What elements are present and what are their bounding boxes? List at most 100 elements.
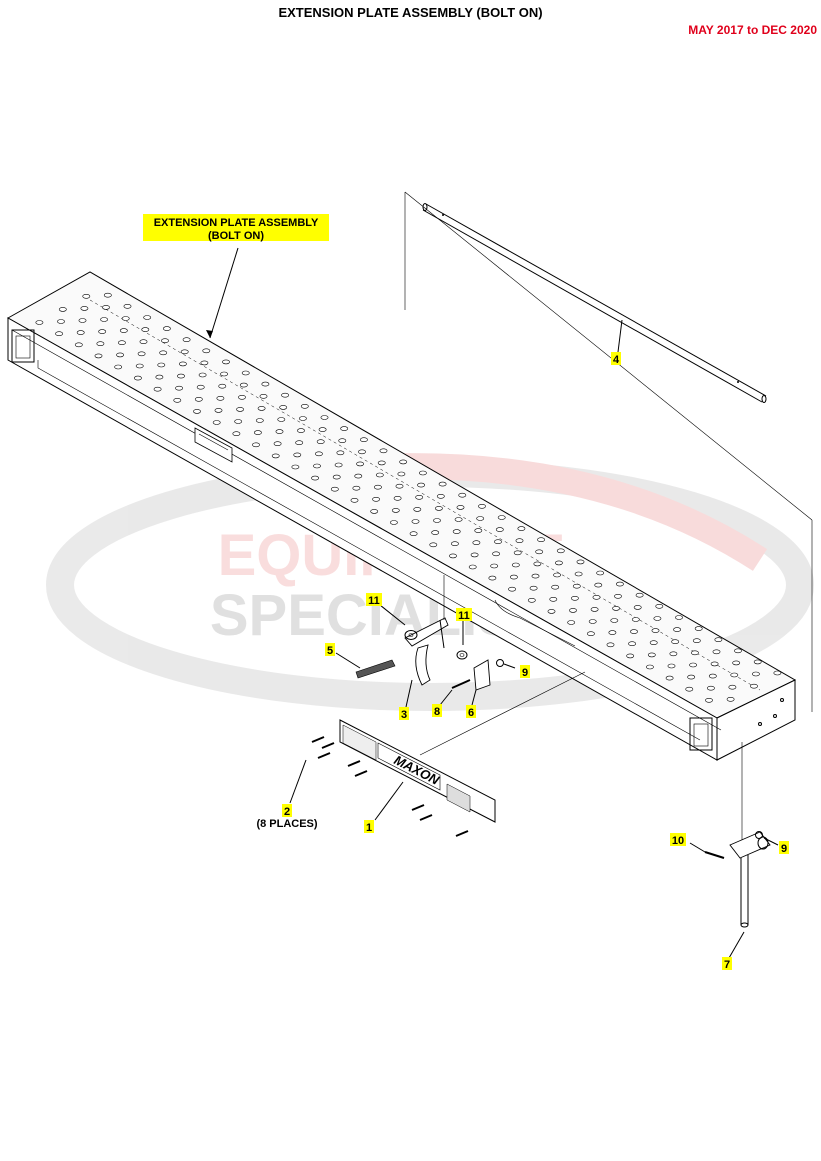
plate-hole (734, 648, 742, 654)
plate-hole (275, 429, 284, 434)
plate-hole (35, 320, 44, 325)
callout-6: 6 (468, 707, 474, 719)
plate-hole (474, 528, 483, 533)
plate-hole (694, 626, 703, 631)
plate-hole (332, 474, 341, 480)
plate-hole (377, 460, 386, 466)
plate-hole (155, 374, 164, 380)
pin-assembly (689, 742, 779, 959)
callout-5: 5 (327, 645, 333, 657)
plate-hole (692, 638, 701, 644)
plate-hole (118, 340, 126, 346)
plate-hole (354, 473, 363, 479)
plate-hole (492, 551, 500, 557)
plate-hole (55, 331, 63, 337)
plate-hole (239, 382, 248, 388)
plate-hole (669, 651, 678, 657)
plate-hole (393, 495, 402, 501)
plate-hole (216, 395, 225, 401)
callouts: 1 2 (8 PLACES) 3 4 5 6 7 8 9 9 10 11 11 (256, 352, 789, 971)
plate-hole (531, 573, 540, 579)
plate-hole (330, 486, 339, 492)
plate-hole (708, 673, 717, 679)
plate-hole (74, 342, 83, 348)
callout-9a: 9 (522, 667, 528, 679)
plate-hole (714, 637, 723, 643)
plate-hole (253, 430, 262, 435)
plate-hole (626, 653, 635, 659)
plate-hole (649, 640, 658, 646)
plate-hole (114, 364, 123, 370)
plate-hole (173, 397, 182, 403)
plate-hole-pattern (35, 292, 782, 703)
plate-hole (311, 475, 319, 481)
plate-hole (100, 317, 108, 322)
plate-hole (488, 575, 497, 581)
assembly-label-line2: (BOLT ON) (208, 230, 264, 242)
plate-hole (529, 585, 538, 591)
plate-hole (375, 472, 384, 478)
plate-hole (707, 685, 715, 691)
plate-hole (411, 519, 420, 524)
plate-hole (511, 562, 520, 568)
page-title: EXTENSION PLATE ASSEMBLY (BOLT ON) (278, 5, 543, 20)
plate-hole (399, 459, 408, 465)
plate-hole (295, 440, 304, 446)
plate-hole (313, 463, 321, 469)
callout-4: 4 (613, 354, 620, 366)
plate-hole (194, 396, 203, 402)
plate-hole (689, 662, 697, 668)
plate-hole (527, 597, 536, 603)
leader-4 (617, 319, 623, 353)
plate-hole (121, 316, 130, 321)
plate-hole (94, 353, 103, 359)
callout-7: 7 (724, 959, 730, 971)
plate-hole (418, 470, 427, 476)
callout-1: 1 (366, 822, 372, 834)
plate-hole (320, 415, 329, 420)
plate-hole (220, 371, 228, 377)
plate-hole (665, 675, 674, 681)
plate-hole (576, 559, 585, 565)
plate-hole (567, 620, 576, 625)
plate-hole (732, 660, 741, 666)
plate-hole (395, 483, 404, 489)
plate-hole (389, 520, 398, 525)
plate-hole (143, 315, 152, 320)
screw (347, 760, 361, 767)
plate-hole (450, 541, 459, 547)
plate-hole (214, 408, 223, 413)
plate-hole (80, 306, 89, 311)
plate-hole (273, 441, 282, 447)
plate-hole (202, 348, 211, 354)
extension-plate (6, 271, 797, 761)
plate-hole (298, 416, 307, 421)
plate-hole (102, 305, 110, 310)
plate-hole (413, 507, 422, 512)
plate-hole (279, 405, 288, 410)
plate-hole (318, 427, 327, 432)
plate-hole (350, 497, 359, 503)
plate-hole (728, 684, 737, 690)
screw (321, 742, 335, 749)
screw (311, 736, 325, 743)
plate-hole (417, 482, 425, 488)
callout-2-note: (8 PLACES) (256, 818, 317, 830)
plate-hole (177, 373, 185, 379)
plate-hole (614, 593, 622, 599)
plate-hole (57, 319, 65, 324)
plate-hole (458, 492, 467, 498)
plate-hole (137, 351, 146, 357)
plate-hole (710, 661, 719, 667)
plate-hole (433, 518, 441, 523)
plate-hole (82, 293, 91, 299)
plate-hole (236, 407, 244, 412)
plate-hole (671, 639, 680, 645)
plate-hole (497, 515, 506, 520)
plate-hole (635, 592, 644, 598)
plate-hole (135, 363, 144, 369)
callout-2: 2 (284, 806, 290, 818)
plate-hole (494, 539, 502, 545)
plate-hole (628, 641, 636, 647)
plate-hole (513, 550, 522, 556)
